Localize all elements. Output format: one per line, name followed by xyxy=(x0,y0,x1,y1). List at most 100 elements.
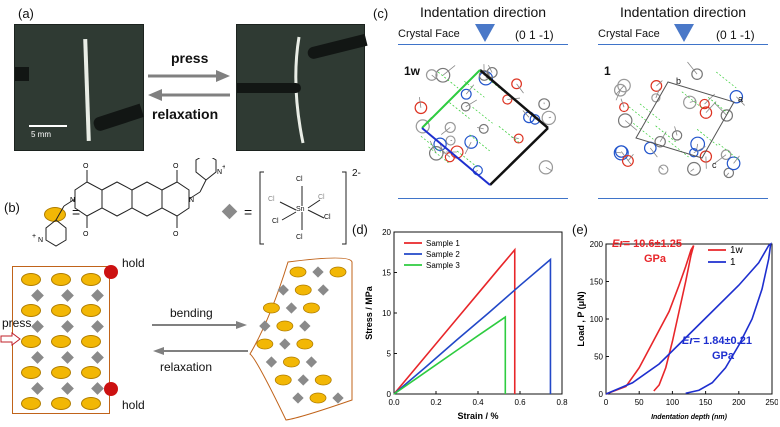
tweezer-tip-lower xyxy=(92,103,144,133)
cation-ellipse xyxy=(329,266,347,278)
molecule-ring xyxy=(651,93,661,103)
series-line-sample-2 xyxy=(393,257,552,395)
cation-ellipse xyxy=(21,335,41,348)
molecule-ring xyxy=(414,101,428,115)
series-line-sample-3 xyxy=(393,315,507,395)
cation-ellipse xyxy=(51,273,71,286)
relaxation-arrow-b xyxy=(153,347,248,355)
molecule-bond xyxy=(465,84,475,95)
y-tick-label: 200 xyxy=(590,240,604,249)
cation-ellipse xyxy=(289,266,307,278)
legend-label: Sample 3 xyxy=(426,261,460,270)
molecule-bond xyxy=(548,116,552,119)
molecule-ring xyxy=(621,154,634,167)
y-tick-label: 10 xyxy=(382,309,391,318)
press-side-arrow xyxy=(0,332,21,346)
molecule-bond xyxy=(475,170,478,172)
molecule-ring xyxy=(538,98,551,111)
hydrogen-bond xyxy=(628,106,650,123)
x-tick-label: 150 xyxy=(699,398,713,407)
cl-bottom: Cl xyxy=(296,234,303,241)
crystal-fiber xyxy=(83,38,91,142)
x-axis-label: Strain / % xyxy=(457,411,498,421)
hydrogen-bond xyxy=(456,150,478,168)
cation-ellipse xyxy=(81,304,101,317)
molecule-ring xyxy=(658,164,669,175)
indentation-title-right: Indentation direction xyxy=(620,4,747,20)
er-1w-symbol: Er xyxy=(612,238,624,250)
bent-crystal xyxy=(249,257,353,421)
anion-diamond xyxy=(31,350,44,364)
naphthalene-diimide-structure: O O O O N N N N + + xyxy=(32,158,225,247)
molecule-ring xyxy=(650,80,663,92)
molecule-ring xyxy=(617,78,631,93)
molecule-bond xyxy=(429,140,437,154)
indentation-title-left: Indentation direction xyxy=(420,4,547,20)
molecule-ring xyxy=(511,78,523,90)
x-tick-label: 250 xyxy=(765,398,778,407)
sn-center: Sn xyxy=(296,206,305,213)
y-tick-label: 0 xyxy=(599,390,604,399)
hydrogen-bond xyxy=(716,71,737,89)
hydrogen-bond xyxy=(707,97,729,114)
sncl6-structure xyxy=(259,171,347,245)
cation-ellipse xyxy=(81,273,101,286)
molecule-ring xyxy=(699,98,710,110)
anion-diamond xyxy=(61,381,74,395)
molecule-bond xyxy=(627,154,634,162)
press-label: press xyxy=(171,50,209,66)
molecule-bond xyxy=(689,100,697,103)
crystal-structure-1w xyxy=(414,64,556,186)
face-line-right-top xyxy=(598,44,768,45)
molecule-ring xyxy=(541,110,556,126)
molecule-ring xyxy=(538,160,554,175)
molecule-ring xyxy=(445,135,456,146)
pyridinium-nitrogen-left: N xyxy=(38,237,43,244)
molecule-bond xyxy=(733,155,740,164)
axis-label-b: b xyxy=(676,76,682,86)
molecule-bond xyxy=(714,103,728,116)
cation-ellipse xyxy=(303,302,320,314)
cation-ellipse xyxy=(81,335,101,348)
anion-diamond xyxy=(31,319,44,333)
legend-label: 1 xyxy=(730,257,736,268)
equals-sign-2: = xyxy=(244,204,253,220)
cation-ellipse xyxy=(256,338,274,350)
molecule-ring xyxy=(478,71,494,86)
hold-label-bottom: hold xyxy=(122,398,145,412)
molecule-network xyxy=(414,64,556,176)
imide-nitrogen-left: N xyxy=(70,197,75,204)
relaxation-label-b: relaxation xyxy=(160,360,213,374)
anion-diamond xyxy=(31,288,44,302)
molecule-bond xyxy=(431,74,437,80)
anion-diamond xyxy=(91,350,104,364)
bending-arrow xyxy=(152,321,247,329)
tweezer-tip-middle xyxy=(237,83,301,93)
molecule-bond xyxy=(465,99,478,108)
molecule-ring xyxy=(613,83,627,97)
cation-ellipse xyxy=(81,366,101,379)
molecule-ring xyxy=(460,88,472,100)
scale-bar xyxy=(29,125,67,127)
x-tick-label: 0.4 xyxy=(472,398,484,407)
anion-diamond xyxy=(61,350,74,364)
molecule-bond xyxy=(545,166,553,172)
hydrogen-bond xyxy=(498,126,520,143)
face-line-left-top xyxy=(398,44,568,45)
hydrogen-bond xyxy=(464,80,485,98)
plot-frame xyxy=(393,231,563,395)
er-1-value: = 1.84±0.21 xyxy=(693,335,752,347)
series-line-1w xyxy=(605,245,695,395)
face-line-left-bottom xyxy=(398,198,568,199)
molecule-ring xyxy=(726,156,741,171)
cation-ellipse xyxy=(276,320,294,332)
molecule-bond xyxy=(615,90,621,101)
cation-ellipse xyxy=(51,366,71,379)
cl-lower-right: Cl xyxy=(324,214,331,221)
bending-label: bending xyxy=(170,306,213,320)
molecule-ring xyxy=(435,67,451,83)
molecule-ring xyxy=(513,133,524,144)
y-tick-label: 0 xyxy=(387,390,392,399)
straight-crystal xyxy=(12,266,110,414)
miller-index-left: (0 1 -1) xyxy=(515,28,554,42)
